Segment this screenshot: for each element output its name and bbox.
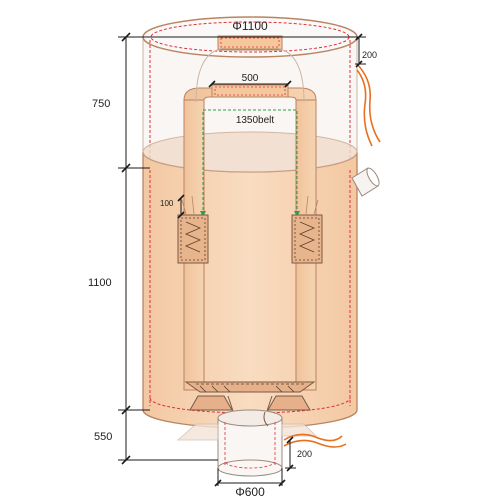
- tie-ropes: [283, 63, 381, 448]
- belt-length-label: 1350belt: [236, 115, 275, 126]
- top-height-label: 750: [92, 98, 110, 110]
- bottom-height-label: 550: [94, 431, 112, 443]
- body-height-label: 1100: [88, 277, 112, 289]
- spout-length-label: 200: [297, 449, 312, 459]
- loop-width-label: 500: [242, 73, 259, 84]
- patch-height-label: 100: [160, 199, 174, 208]
- dimension-lines: [118, 32, 366, 487]
- discharge-spout: [176, 409, 317, 477]
- top-diameter-label: Φ1100: [232, 19, 268, 33]
- belt-line: [200, 109, 300, 217]
- side-vent: [351, 167, 380, 197]
- bottom-base: [184, 381, 316, 415]
- reinforcement-patch-left: [177, 195, 209, 264]
- top-skirt-height-label: 200: [362, 50, 377, 60]
- spout-diameter-label: Φ600: [235, 485, 265, 499]
- reinforcement-patch-right: [291, 195, 323, 264]
